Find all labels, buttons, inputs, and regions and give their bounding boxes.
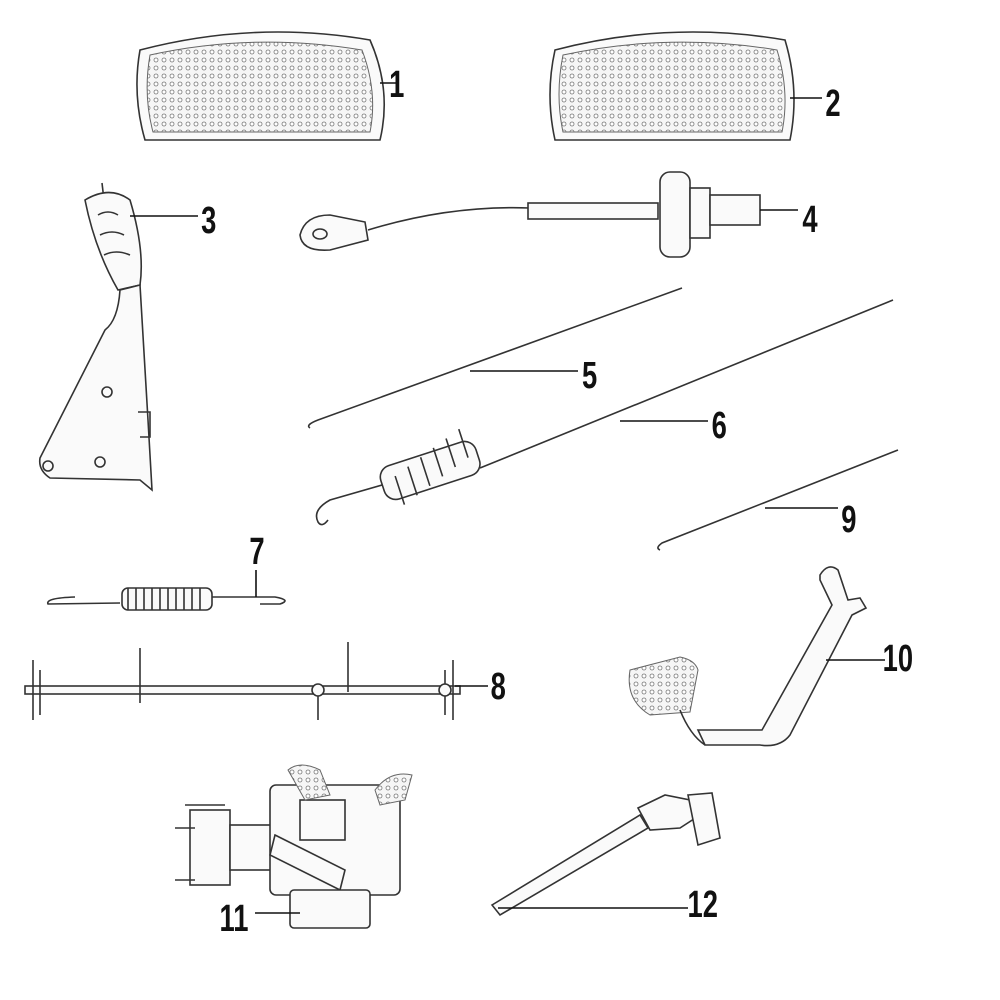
callout-labels: 1 2 3 4 5 6 7 8 9 10 11 12 (201, 64, 913, 940)
callout-6: 6 (712, 405, 727, 447)
callout-11: 11 (220, 898, 249, 940)
callout-4: 4 (802, 199, 818, 241)
part-4-brake-cable (299, 171, 798, 258)
part-5-rod (307, 287, 683, 429)
callout-8: 8 (491, 666, 506, 708)
part-11-pedal-assembly (175, 764, 413, 929)
part-3-hand-lever (38, 182, 198, 492)
callout-5: 5 (582, 355, 597, 397)
part-10-brake-pedal (628, 566, 885, 747)
part-1-foot-pad (136, 31, 398, 141)
callout-9: 9 (841, 499, 856, 541)
part-12-shaft (490, 792, 721, 917)
part-9-rod (657, 449, 899, 551)
callout-1: 1 (389, 64, 404, 106)
callout-7: 7 (249, 531, 264, 573)
callout-10: 10 (883, 638, 913, 680)
part-6-rod-with-spring (315, 299, 894, 526)
callout-2: 2 (825, 83, 840, 125)
callout-3: 3 (201, 200, 216, 242)
callout-12: 12 (688, 884, 718, 926)
part-2-foot-pad (549, 31, 822, 141)
part-8-cross-shaft (24, 642, 488, 720)
part-7-spring (46, 570, 286, 611)
